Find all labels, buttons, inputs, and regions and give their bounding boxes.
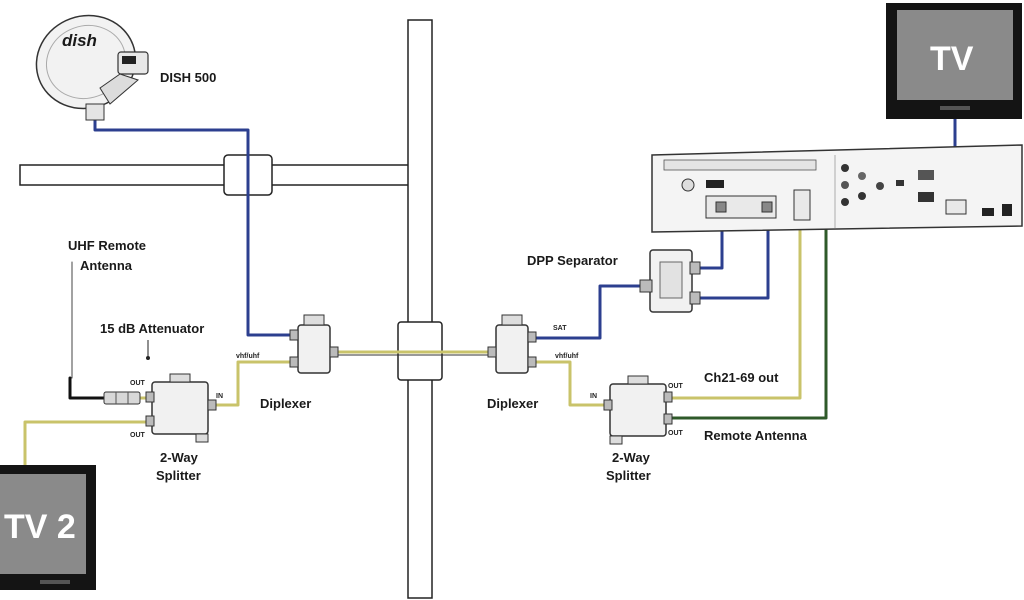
cable-dpp-to-receiver-2 [690,216,770,300]
cable-ch21-69-out [666,198,802,400]
right-splitter-label-1: 2-Way [612,450,651,465]
uhf-antenna-label: Antenna [80,258,133,273]
cable-diplexer-sat-to-dpp [526,284,646,340]
attenuator-pointer-dot [146,356,150,360]
cable-uhf-antenna [68,376,110,400]
dish-antenna: dish [35,14,149,121]
cable-left-splitter-to-diplexer [213,360,300,407]
dpp-separator [639,249,701,313]
right-splitter-label-2: Splitter [606,468,651,483]
left-splitter-out-lower: OUT [130,432,146,439]
tv-2: TV 2 [0,465,96,590]
right-diplexer-label: Diplexer [487,396,538,411]
cable-tv2-to-splitter [23,420,154,470]
uhf-remote-label: UHF Remote [68,238,146,253]
cable-dpp-to-receiver-1 [690,216,724,270]
tv-main-label: TV [930,40,974,78]
right-splitter-out-upper: OUT [668,383,684,390]
cable-dish-to-diplexer [93,116,300,337]
house-structure [19,19,443,599]
left-diplexer-label: Diplexer [260,396,311,411]
left-splitter [145,373,217,443]
right-splitter [603,375,673,445]
right-splitter-in: IN [590,393,597,400]
left-splitter-out-upper: OUT [130,380,146,387]
remote-antenna-label: Remote Antenna [704,428,808,443]
tv-main: TV [886,3,1022,119]
attenuator-label: 15 dB Attenuator [100,321,204,336]
cable-right-diplexer-to-splitter [526,360,606,407]
left-diplexer-vhf-uhf: vhf/uhf [236,353,260,360]
attenuator-device [103,391,141,405]
ch21-69-out-label: Ch21-69 out [704,370,779,385]
left-splitter-label-2: Splitter [156,468,201,483]
left-splitter-label-1: 2-Way [160,450,199,465]
left-splitter-in: IN [216,393,223,400]
dish-brand-text: dish [62,31,97,50]
right-diplexer [487,314,537,374]
roof-beam [19,164,411,186]
dish-500-label: DISH 500 [160,70,216,85]
right-diplexer-vhf-uhf: vhf/uhf [555,353,579,360]
tv-2-label: TV 2 [4,508,76,546]
left-diplexer [289,314,339,374]
wall-post [407,19,433,599]
satellite-receiver [651,144,1023,233]
cables [23,116,957,470]
right-diplexer-sat: SAT [553,325,567,332]
dpp-separator-label: DPP Separator [527,253,618,268]
right-splitter-out-lower: OUT [668,430,684,437]
